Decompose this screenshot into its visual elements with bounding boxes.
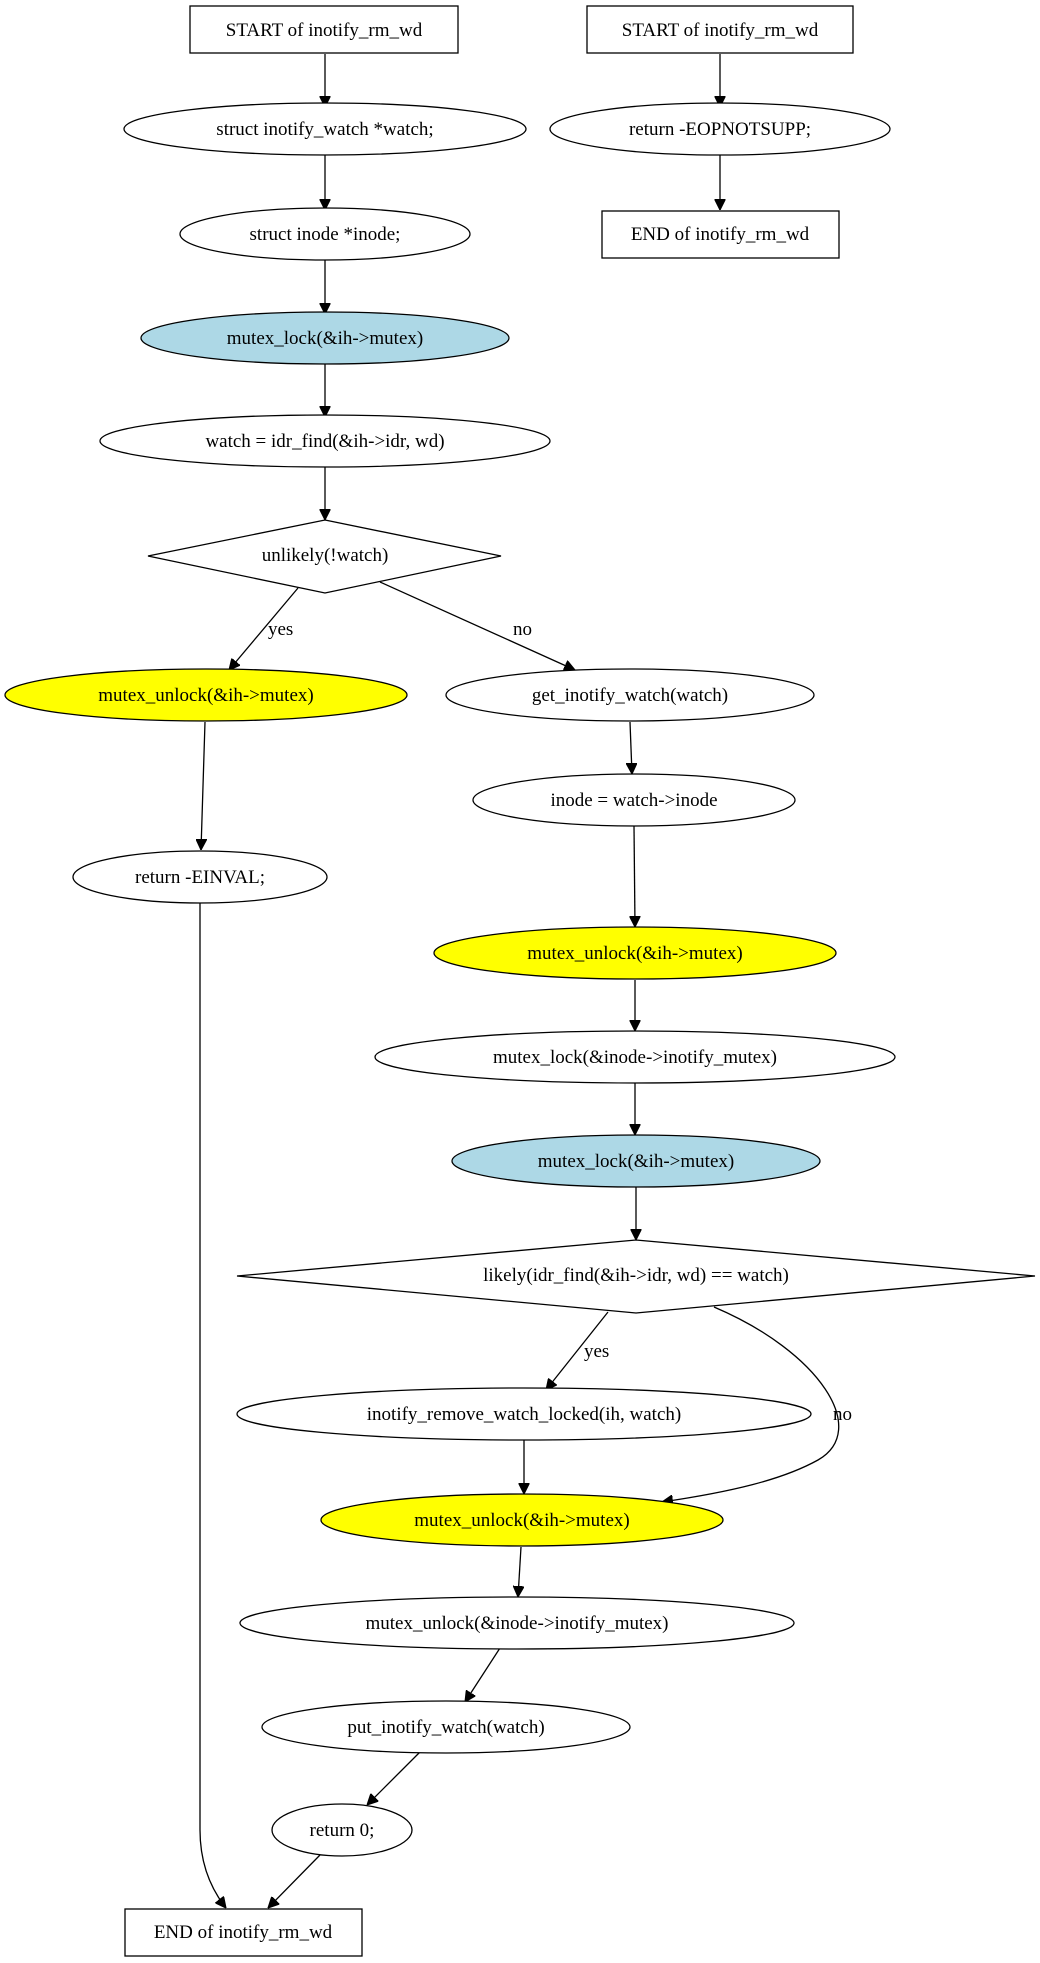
node-shape	[236, 1387, 812, 1441]
node-shape	[124, 1908, 363, 1957]
nodes: START of inotify_rm_wd START of inotify_…	[4, 5, 1036, 1957]
node-shape	[445, 668, 815, 722]
node-unlock-inode-mutex: mutex_unlock(&inode->inotify_mutex)	[239, 1596, 795, 1650]
node-shape	[147, 519, 502, 594]
node-label: inode = watch->inode	[550, 790, 717, 811]
node-unlock-ih-2: mutex_unlock(&ih->mutex)	[433, 926, 837, 980]
node-label: START of inotify_rm_wd	[622, 20, 819, 41]
node-label: inotify_remove_watch_locked(ih, watch)	[367, 1404, 681, 1425]
node-shape	[4, 668, 408, 722]
node-shape	[99, 414, 551, 468]
node-return-eopnotsupp: return -EOPNOTSUPP;	[549, 102, 891, 156]
node-shape	[549, 102, 891, 156]
edge-get-watch-to-inode-assign	[630, 721, 632, 774]
edge-label-likely-yes: yes	[584, 1341, 609, 1362]
node-label: put_inotify_watch(watch)	[347, 1717, 544, 1738]
node-label: watch = idr_find(&ih->idr, wd)	[205, 431, 444, 452]
node-return-einval: return -EINVAL;	[72, 850, 328, 904]
edge-return-einval-to-end-left	[199, 903, 226, 1908]
edge-unlock-ih-1-to-return-einval	[201, 721, 205, 850]
node-end-right: END of inotify_rm_wd	[601, 210, 840, 259]
node-shape	[374, 1030, 896, 1084]
node-lock-ih-2: mutex_lock(&ih->mutex)	[451, 1134, 821, 1188]
node-watch-find: watch = idr_find(&ih->idr, wd)	[99, 414, 551, 468]
node-label: mutex_unlock(&ih->mutex)	[527, 943, 742, 964]
node-label: mutex_unlock(&ih->mutex)	[98, 685, 313, 706]
node-end-left: END of inotify_rm_wd	[124, 1908, 363, 1957]
node-label: get_inotify_watch(watch)	[532, 685, 728, 706]
edge-cond-no	[379, 581, 575, 670]
edge-unlock-inode-to-put-watch	[465, 1647, 501, 1702]
node-start-right: START of inotify_rm_wd	[586, 5, 854, 54]
node-label: mutex_lock(&ih->mutex)	[227, 328, 423, 349]
edge-label-unlikely-no: no	[513, 619, 532, 640]
node-lock-ih-1: mutex_lock(&ih->mutex)	[140, 311, 510, 365]
node-inode-assign: inode = watch->inode	[472, 773, 796, 827]
node-get-watch: get_inotify_watch(watch)	[445, 668, 815, 722]
node-label: mutex_unlock(&ih->mutex)	[414, 1510, 629, 1531]
node-label: END of inotify_rm_wd	[154, 1922, 333, 1943]
node-put-watch: put_inotify_watch(watch)	[261, 1700, 631, 1754]
node-shape	[586, 5, 854, 54]
node-shape	[123, 102, 527, 156]
edge-likely-no	[662, 1306, 840, 1502]
node-label: struct inode *inode;	[250, 224, 401, 245]
node-decl-inode: struct inode *inode;	[179, 207, 471, 261]
node-shape	[433, 926, 837, 980]
edge-unlock-ih-3-to-unlock-inode	[518, 1546, 521, 1597]
node-shape	[140, 311, 510, 365]
node-shape	[179, 207, 471, 261]
node-label: mutex_lock(&inode->inotify_mutex)	[493, 1047, 777, 1068]
edge-inode-assign-to-unlock-ih-2	[634, 825, 635, 927]
edges	[199, 54, 840, 1908]
edge-labels: yes no yes no	[268, 619, 852, 1425]
edge-label-likely-no: no	[833, 1404, 852, 1425]
edge-likely-yes	[546, 1311, 609, 1390]
node-shape	[236, 1239, 1036, 1314]
node-label: return 0;	[310, 1820, 375, 1841]
node-shape	[261, 1700, 631, 1754]
node-shape	[451, 1134, 821, 1188]
node-lock-inode-mutex: mutex_lock(&inode->inotify_mutex)	[374, 1030, 896, 1084]
node-shape	[320, 1493, 724, 1547]
node-remove-watch: inotify_remove_watch_locked(ih, watch)	[236, 1387, 812, 1441]
node-cond-unlikely: unlikely(!watch)	[147, 519, 502, 594]
node-label: struct inotify_watch *watch;	[216, 119, 433, 140]
node-cond-likely: likely(idr_find(&ih->idr, wd) == watch)	[236, 1239, 1036, 1314]
node-label: return -EINVAL;	[135, 867, 265, 888]
edge-return-zero-to-end-left	[268, 1854, 321, 1908]
node-shape	[189, 5, 459, 54]
node-shape	[72, 850, 328, 904]
edge-put-watch-to-return-zero	[367, 1751, 421, 1805]
node-label: START of inotify_rm_wd	[226, 20, 423, 41]
node-decl-watch: struct inotify_watch *watch;	[123, 102, 527, 156]
node-shape	[472, 773, 796, 827]
edge-cond-yes	[229, 587, 299, 670]
node-label: likely(idr_find(&ih->idr, wd) == watch)	[483, 1265, 789, 1286]
node-label: mutex_lock(&ih->mutex)	[538, 1151, 734, 1172]
edge-label-unlikely-yes: yes	[268, 619, 293, 640]
node-label: unlikely(!watch)	[262, 545, 389, 566]
node-label: return -EOPNOTSUPP;	[629, 119, 811, 140]
node-start-left: START of inotify_rm_wd	[189, 5, 459, 54]
node-shape	[239, 1596, 795, 1650]
node-unlock-ih-3: mutex_unlock(&ih->mutex)	[320, 1493, 724, 1547]
node-shape	[271, 1803, 413, 1857]
node-shape	[601, 210, 840, 259]
node-return-zero: return 0;	[271, 1803, 413, 1857]
node-label: mutex_unlock(&inode->inotify_mutex)	[365, 1613, 668, 1634]
node-unlock-ih-1: mutex_unlock(&ih->mutex)	[4, 668, 408, 722]
node-label: END of inotify_rm_wd	[631, 224, 810, 245]
